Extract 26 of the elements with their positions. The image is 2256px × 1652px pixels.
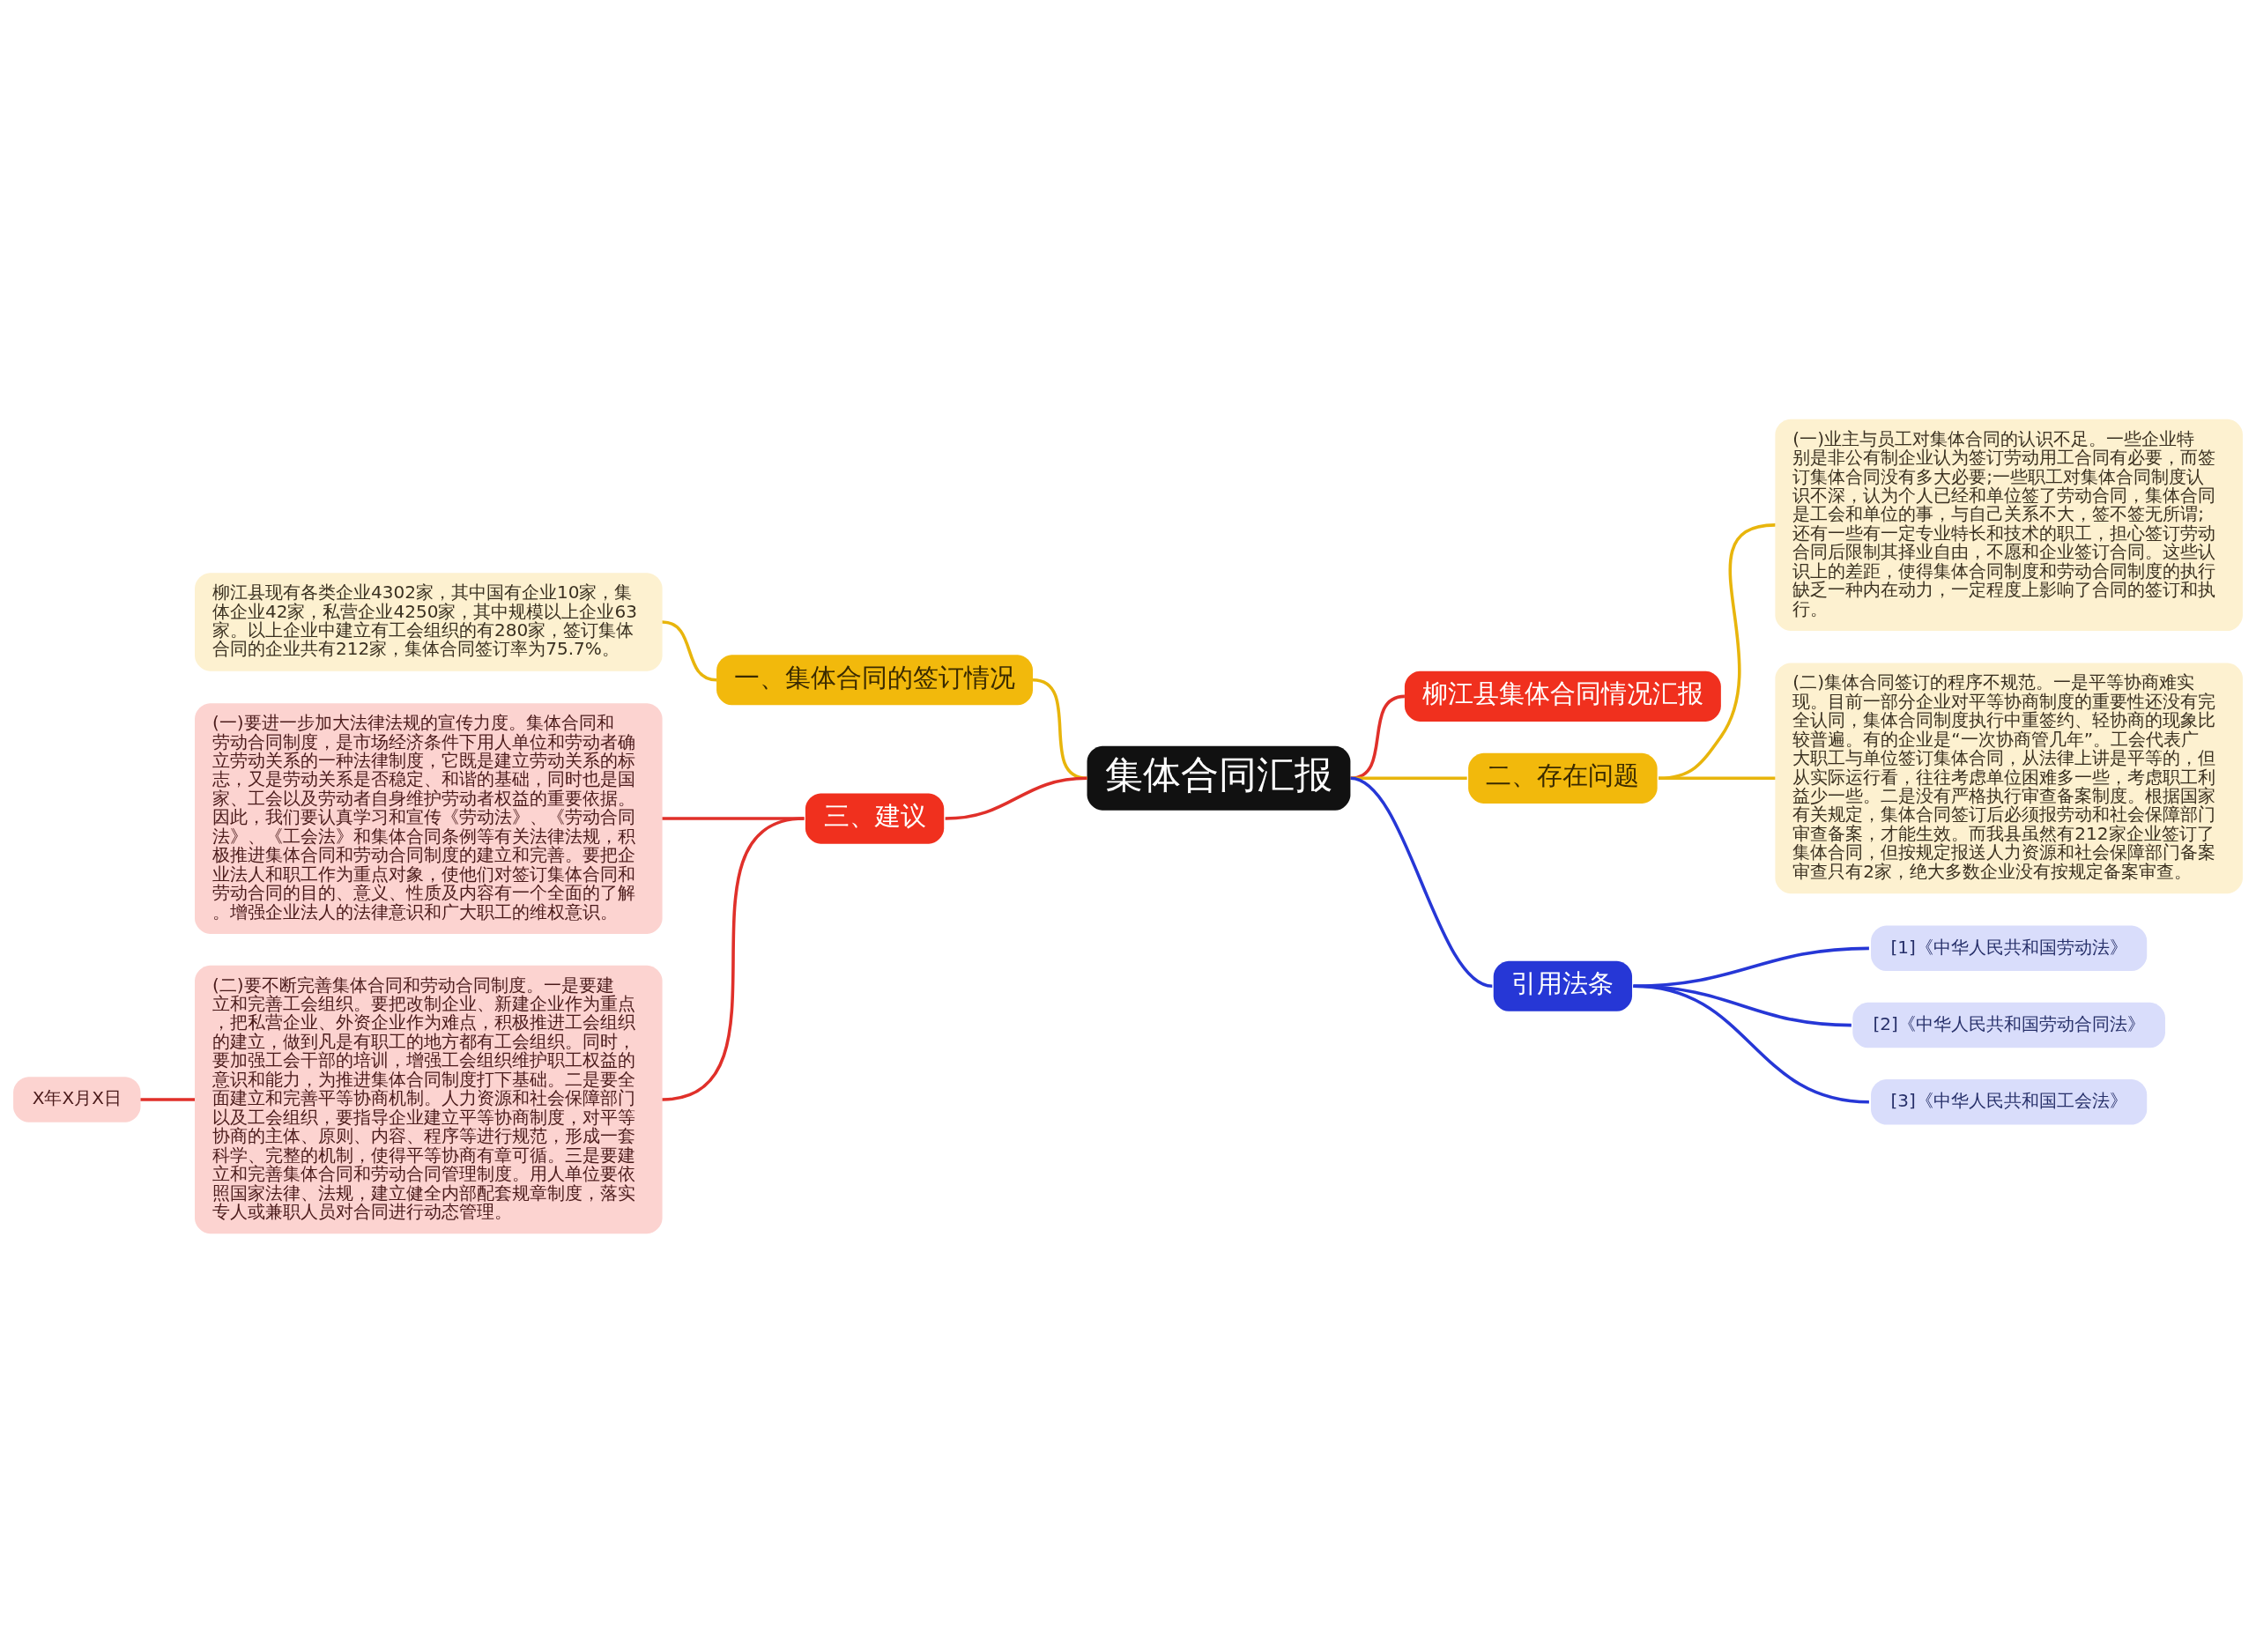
connector bbox=[1633, 946, 1869, 988]
connector bbox=[662, 619, 717, 682]
node-box: 集体合同汇报 bbox=[1087, 745, 1351, 811]
connector bbox=[1633, 984, 1870, 1104]
node-box: [1]《中华人民共和国劳动法》 bbox=[1871, 925, 2148, 971]
node-box: 柳江县现有各类企业4302家，其中国有企业10家，集体企业42家，私营企业4250家，其中规模以上企业63家。以上企业中建立有工会组织的有280家，签订集体合同的企业共有212家，集体合同签订率为75.7%。 bbox=[195, 572, 663, 671]
node-box: (一)业主与员工对集体合同的认识不足。一些企业特别是非公有制企业认为签订劳动用工合同有必要，而签订集体合同没有多大必要;一些职工对集体合同制度认识不深，认为个人已经和单位签了劳动合同，集体合同是工会和单位的事，与自己关系不大，签不签无所谓;还有一些有一定专业特长和技术的职工，担心签订劳动合同后限制其择业自由，不愿和企业签订合同。这些认识上的差距，使得集体合同制度和劳动合同制度的执行缺乏一种内在动力，一定程度上影响了合同的签订和执行。 bbox=[1775, 419, 2243, 631]
connector bbox=[1659, 522, 1776, 780]
node-box: 柳江县集体合同情况汇报 bbox=[1404, 670, 1721, 722]
node-box: 三、建议 bbox=[805, 792, 945, 844]
node-box: (二)要不断完善集体合同和劳动合同制度。一是要建立和完善工会组织。要把改制企业、新建企业作为重点，把私营企业、外资企业作为难点，积极推进工会组织的建立，做到凡是有职工的地方都有工会组织。同时，要加强工会干部的培训，增强工会组织维护职工权益的意识和能力，为推进集体合同制度打下基础。二是要全面建立和完善平等协商机制。人力资源和社会保障部门以及工会组织，要指导企业建立平等协商制度，对平等协商的主体、原则、内容、程序等进行规范，形成一套科学、完整的机制，使得平等协商有章可循。三是要建立和完善集体合同和劳动合同管理制度。用人单位要依照国家法律、法规，建立健全内部配套规章制度，落实专人或兼职人员对合同进行动态管理。 bbox=[195, 965, 663, 1233]
node-box: (一)要进一步加大法律法规的宣传力度。集体合同和劳动合同制度，是市场经济条件下用人单位和劳动者确立劳动关系的一种法律制度，它既是建立劳动关系的标志，又是劳动关系是否稳定、和谐的基础，同时也是国家、工会以及劳动者自身维护劳动者权益的重要依据。因此，我们要认真学习和宣传《劳动法》、《劳动合同法》、《工会法》和集体合同条例等有关法律法规，积极推进集体合同和劳动合同制度的建立和完善。要把企业法人和职工作为重点对象，使他们对签订集体合同和劳动合同的目的、意义、性质及内容有一个全面的了解。增强企业法人的法律意识和广大职工的维权意识。 bbox=[195, 702, 663, 934]
node-box: [2]《中华人民共和国劳动合同法》 bbox=[1852, 1002, 2165, 1048]
node-box: [3]《中华人民共和国工会法》 bbox=[1871, 1078, 2148, 1125]
connector bbox=[1659, 776, 1776, 780]
connector bbox=[1032, 678, 1087, 780]
connector bbox=[1349, 776, 1493, 988]
node-box: 一、集体合同的签订情况 bbox=[716, 654, 1034, 705]
node-box: 二、存在问题 bbox=[1468, 752, 1658, 804]
connector bbox=[945, 776, 1087, 820]
node-box: (二)集体合同签订的程序不规范。一是平等协商难实现。目前一部分企业对平等协商制度的重要性还没有完全认同，集体合同制度执行中重签约、轻协商的现象比较普遍。有的企业是“一次协商管几年”。工会代表广大职工与单位签订集体合同，从法律上讲是平等的，但从实际运行看，往往考虑单位困难多一些，考虑职工利益少一些。二是没有严格执行审查备案制度。根据国家有关规定，集体合同签订后必须报劳动和社会保障部门审查备案，才能生效。而我县虽然有212家企业签订了集体合同，但按规定报送人力资源和社会保障部门备案审查只有2家，绝大多数企业没有按规定备案审查。 bbox=[1775, 662, 2243, 893]
connector bbox=[1350, 694, 1406, 780]
connector bbox=[662, 816, 805, 1101]
connector bbox=[140, 1097, 195, 1101]
node-box: X年X月X日 bbox=[13, 1076, 141, 1122]
node-box: 引用法条 bbox=[1493, 960, 1633, 1011]
